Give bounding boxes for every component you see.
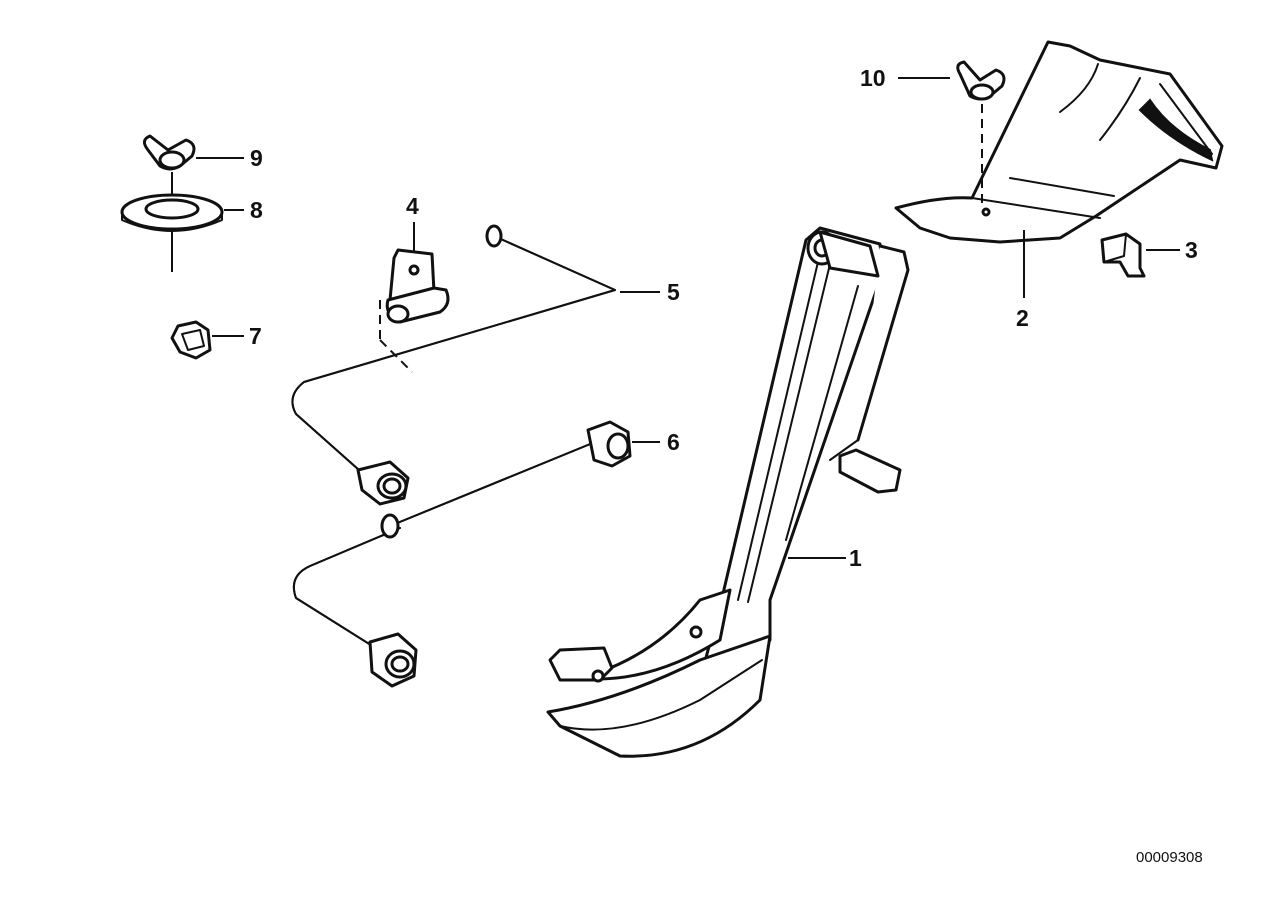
part-8-washer	[120, 193, 224, 232]
diagram-reference-number: 00009308	[1136, 849, 1203, 866]
part-1-jack	[546, 226, 910, 758]
part-2-jack-holder	[894, 40, 1224, 244]
callout-5: 5	[667, 279, 680, 305]
callout-10: 10	[860, 65, 886, 91]
part-4-bracket	[379, 248, 450, 373]
callout-4: 4	[406, 193, 419, 219]
callout-6: 6	[667, 429, 680, 455]
part-9-wing-nut	[143, 134, 196, 171]
callout-3: 3	[1185, 237, 1198, 263]
part-3-clip	[1100, 232, 1146, 278]
part-6-extension-bar	[292, 420, 632, 688]
leader-lines	[196, 77, 1180, 559]
callout-1: 1	[849, 545, 862, 571]
callout-8: 8	[250, 197, 263, 223]
part-10-wing-nut	[956, 60, 1006, 101]
part-5-wheel-brace	[291, 224, 616, 506]
callout-7: 7	[249, 323, 262, 349]
callout-labels: 1 2 3 4 5 6 7 8 9 10	[249, 65, 1198, 571]
callout-9: 9	[250, 145, 263, 171]
part-7-clip	[170, 320, 212, 360]
callout-2: 2	[1016, 305, 1029, 331]
